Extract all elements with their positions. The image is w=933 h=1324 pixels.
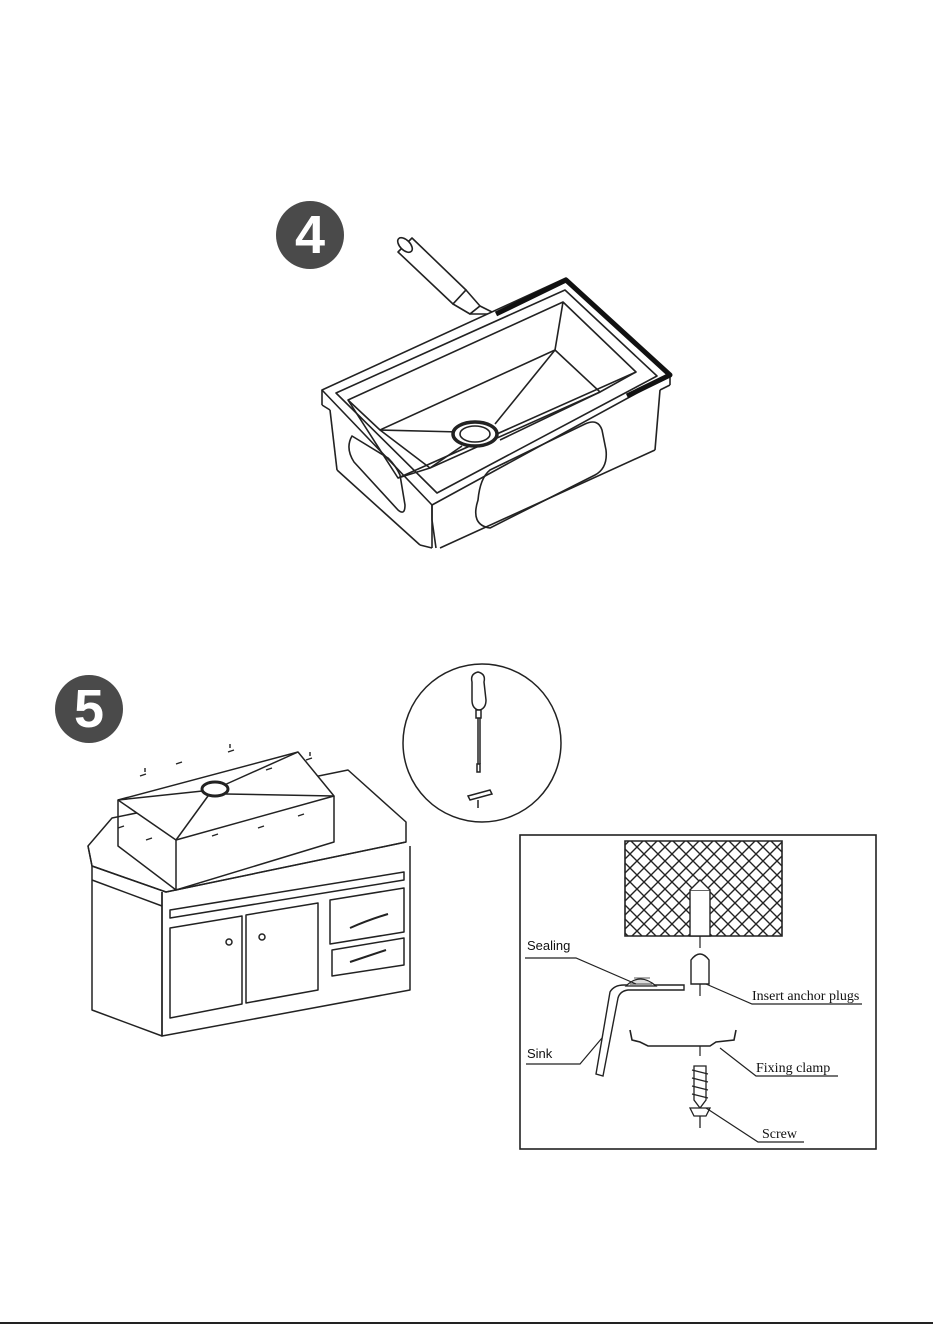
- insert-anchor-plugs-label: Insert anchor plugs: [752, 989, 859, 1004]
- sealing-label: Sealing: [527, 938, 570, 953]
- screwdriver-detail-circle: [403, 664, 561, 822]
- fixing-clamp-label: Fixing clamp: [756, 1061, 830, 1076]
- screw-label: Screw: [762, 1127, 798, 1142]
- sink-label: Sink: [527, 1046, 553, 1061]
- anchor-detail-diagram: Sealing Sink Insert anchor plugs Fixing …: [520, 835, 876, 1149]
